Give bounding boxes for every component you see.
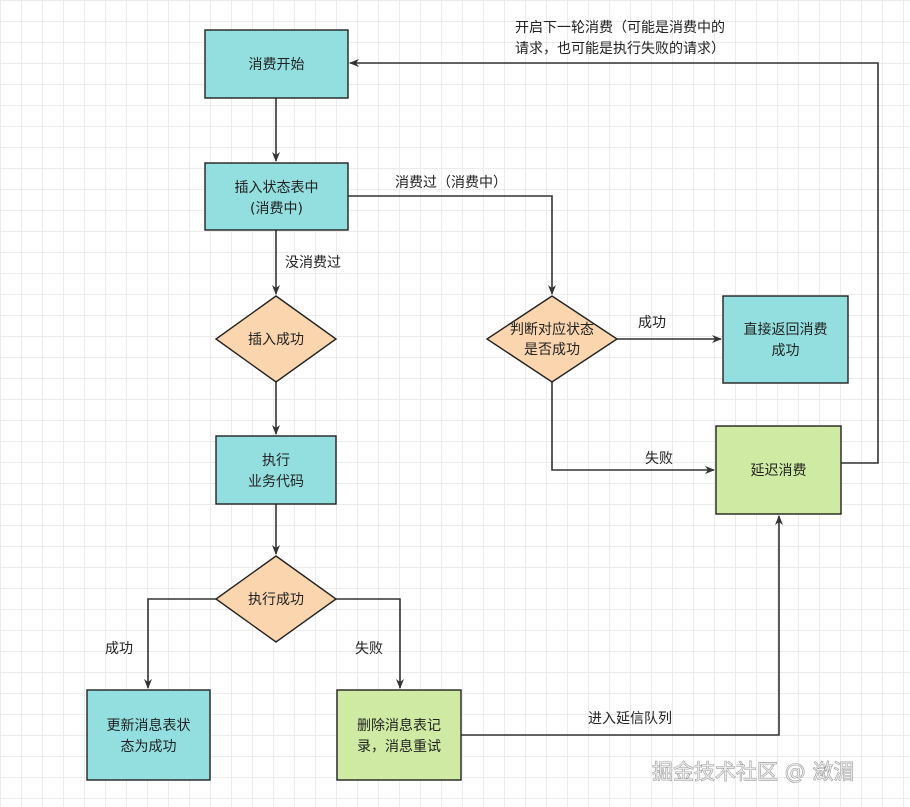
svg-text:判断对应状态: 判断对应状态 — [510, 321, 594, 338]
svg-text:消费开始: 消费开始 — [249, 57, 305, 73]
node-start: 消费开始 — [204, 29, 349, 99]
label-restart-1: 开启下一轮消费（可能是消费中的 — [515, 20, 725, 36]
node-check-state-decision: 判断对应状态 是否成功 — [485, 295, 619, 383]
edge-exec-fail — [336, 598, 404, 689]
svg-text:延迟消费: 延迟消费 — [751, 463, 807, 479]
label-restart-2: 请求，也可能是执行失败的请求） — [515, 41, 725, 57]
svg-text:删除消息表记: 删除消息表记 — [357, 717, 441, 734]
svg-text:插入成功: 插入成功 — [248, 332, 304, 348]
node-insert-state: 插入状态表中 (消费中) — [204, 162, 349, 231]
node-execute-success-decision: 执行成功 — [214, 555, 338, 643]
edge-exec-ok — [144, 598, 216, 689]
node-delay: 延迟消费 — [715, 425, 842, 515]
svg-text:(消费中): (消费中) — [250, 201, 303, 217]
svg-text:插入状态表中: 插入状态表中 — [235, 180, 319, 196]
node-delete-msg: 删除消息表记 录，消息重试 — [336, 689, 462, 781]
edge-to-delay-queue — [461, 515, 783, 736]
edge-consumed-to-check — [348, 195, 556, 295]
label-exec-ok: 成功 — [105, 641, 133, 657]
node-execute: 执行 业务代码 — [215, 435, 337, 505]
edge-restart — [349, 59, 879, 464]
label-check-ok: 成功 — [638, 315, 666, 331]
svg-text:是否成功: 是否成功 — [524, 342, 580, 358]
watermark: 掘金技术社区 @ 潋湄 — [652, 760, 854, 784]
svg-text:直接返回消费: 直接返回消费 — [744, 321, 828, 338]
svg-text:成功: 成功 — [772, 343, 800, 359]
node-insert-success-decision: 插入成功 — [214, 295, 338, 383]
svg-text:执行: 执行 — [262, 453, 290, 469]
svg-text:态为成功: 态为成功 — [121, 739, 177, 755]
edge-check-fail — [551, 382, 715, 474]
label-not-consumed: 没消费过 — [285, 255, 341, 271]
svg-text:更新消息表状: 更新消息表状 — [107, 717, 191, 734]
label-exec-fail: 失败 — [355, 641, 383, 657]
edges — [144, 59, 879, 736]
label-consumed: 消费过（消费中） — [395, 175, 507, 191]
svg-text:执行成功: 执行成功 — [248, 592, 304, 608]
edge-labels: 没消费过 消费过（消费中） 成功 失败 进入延信队列 成功 失败 开启下一轮消费… — [105, 20, 725, 727]
node-return-success: 直接返回消费 成功 — [722, 295, 849, 384]
svg-text:业务代码: 业务代码 — [248, 474, 304, 490]
label-check-fail: 失败 — [645, 451, 673, 467]
svg-text:录，消息重试: 录，消息重试 — [357, 738, 441, 755]
node-update-msg: 更新消息表状 态为成功 — [86, 689, 211, 781]
label-delay-queue: 进入延信队列 — [588, 711, 672, 727]
